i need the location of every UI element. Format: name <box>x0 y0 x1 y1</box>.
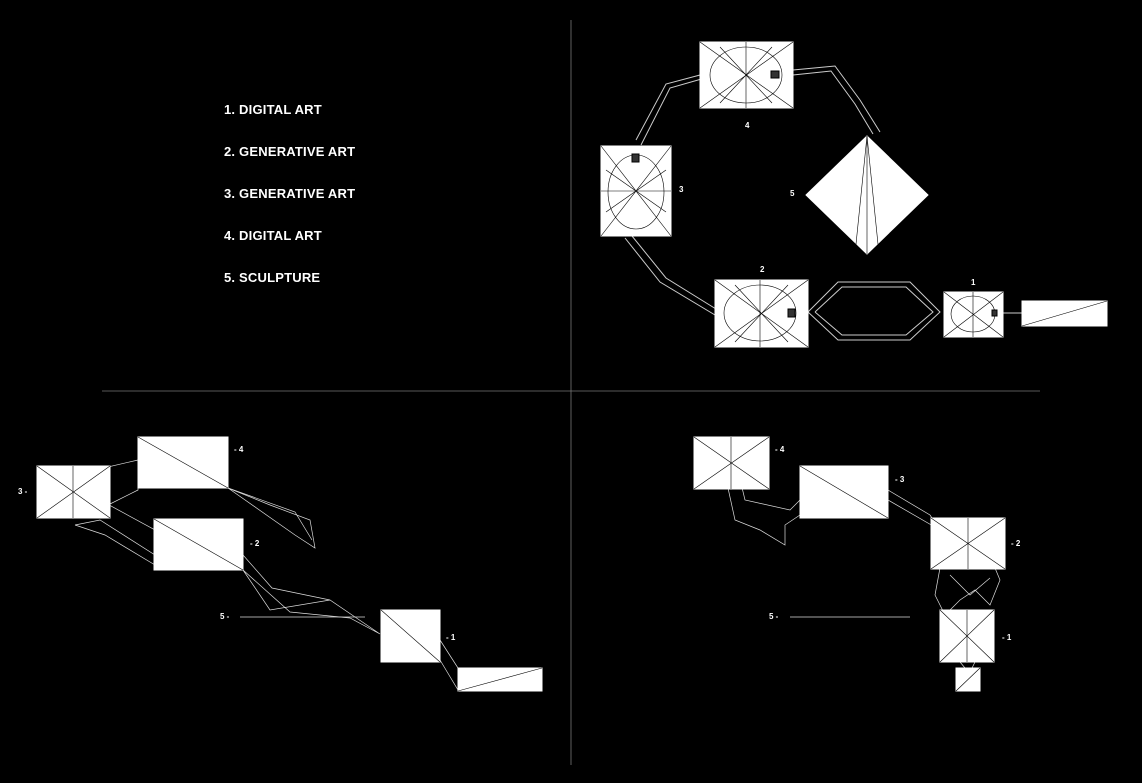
elev-left-label-4: - 4 <box>234 445 244 454</box>
plan-label-3: 3 <box>679 185 684 194</box>
elev-left-room-1 <box>380 609 441 663</box>
elev-right-entrance <box>955 667 981 692</box>
elev-right-label-3: - 3 <box>895 475 905 484</box>
plan-label-5: 5 <box>790 189 795 198</box>
plan-corridors <box>624 65 1022 341</box>
elev-right-label-5: 5 - <box>769 612 779 621</box>
plan-label-4: 4 <box>745 121 750 130</box>
legend-item-1: 1. DIGITAL ART <box>224 102 322 117</box>
elev-right-room-1 <box>939 609 995 663</box>
elev-right-room-2 <box>930 517 1006 570</box>
plan-view: 1 2 3 4 5 <box>600 41 1108 348</box>
elev-left-label-1: - 1 <box>446 633 456 642</box>
legend-item-3: 3. GENERATIVE ART <box>224 186 356 201</box>
plan-room-3 <box>600 145 672 237</box>
legend-item-4: 4. DIGITAL ART <box>224 228 322 243</box>
elev-right-label-4: - 4 <box>775 445 785 454</box>
plan-room-1 <box>943 291 1004 338</box>
elev-left-label-2: - 2 <box>250 539 260 548</box>
elev-left-label-3: 3 - <box>18 487 28 496</box>
elev-right-room-3 <box>799 465 889 519</box>
plan-label-1: 1 <box>971 278 976 287</box>
elev-right-label-1: - 1 <box>1002 633 1012 642</box>
elev-left-label-5: 5 - <box>220 612 230 621</box>
plan-entrance <box>1021 300 1108 327</box>
plan-room-4 <box>699 41 794 109</box>
legend-item-5: 5. SCULPTURE <box>224 270 321 285</box>
elev-left-room-2 <box>153 518 244 571</box>
legend-item-2: 2. GENERATIVE ART <box>224 144 356 159</box>
elev-left-room-4 <box>137 436 229 489</box>
plan-label-2: 2 <box>760 265 765 274</box>
plan-sculpture-5 <box>805 135 929 255</box>
plan-room-2 <box>714 279 809 348</box>
elev-left-entrance <box>457 667 543 692</box>
elev-left-room-3 <box>36 465 111 519</box>
elevation-right: - 1 - 2 - 3 - 4 5 - <box>693 436 1021 692</box>
legend: 1. DIGITAL ART 2. GENERATIVE ART 3. GENE… <box>224 100 355 310</box>
elevation-left: - 1 - 2 3 - - 4 5 - <box>18 436 543 692</box>
elev-right-room-4 <box>693 436 770 490</box>
elev-right-label-2: - 2 <box>1011 539 1021 548</box>
